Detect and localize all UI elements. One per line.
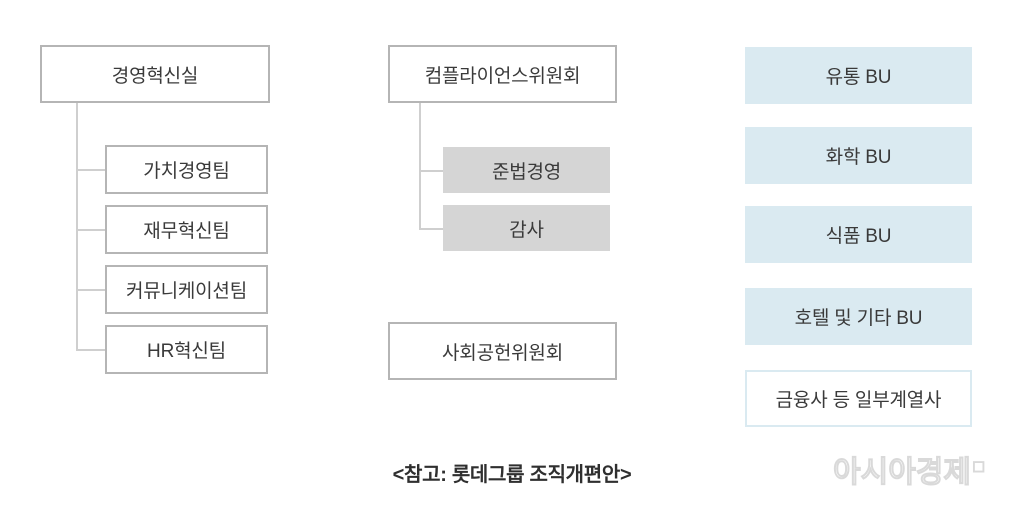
left-child-box-4: HR혁신팀: [105, 325, 268, 374]
middle-tree-trunk: [419, 103, 421, 230]
watermark-square-icon: ◻: [971, 458, 986, 475]
right-bu-box-1: 유통 BU: [745, 47, 972, 104]
chart-caption: <참고: 롯데그룹 조직개편안>: [392, 464, 632, 486]
right-bu-box-4: 호텔 및 기타 BU: [745, 288, 972, 345]
right-bu-box-2: 화학 BU: [745, 127, 972, 184]
watermark: 아시아경제 ◻: [833, 456, 986, 489]
middle-root-box: 컴플라이언스위원회: [388, 45, 617, 103]
middle-tree-branch-1: [419, 170, 445, 172]
watermark-text: 아시아경제: [833, 456, 972, 489]
left-child-box-2: 재무혁신팀: [105, 205, 268, 254]
right-bu-box-3: 식품 BU: [745, 206, 972, 263]
left-tree-branch-2: [76, 229, 107, 231]
left-tree-branch-1: [76, 169, 107, 171]
left-child-box-1: 가치경영팀: [105, 145, 268, 194]
middle-child-box-2: 감사: [443, 205, 610, 251]
left-child-box-3: 커뮤니케이션팀: [105, 265, 268, 314]
right-bu-box-5: 금융사 등 일부계열사: [745, 370, 972, 427]
left-root-box: 경영혁신실: [40, 45, 270, 103]
middle-tree-branch-2: [419, 228, 445, 230]
middle-child-box-1: 준법경영: [443, 147, 610, 193]
left-tree-branch-4: [76, 349, 107, 351]
left-tree-branch-3: [76, 289, 107, 291]
middle-standalone-box-1: 사회공헌위원회: [388, 322, 617, 380]
left-tree-trunk: [76, 103, 78, 351]
